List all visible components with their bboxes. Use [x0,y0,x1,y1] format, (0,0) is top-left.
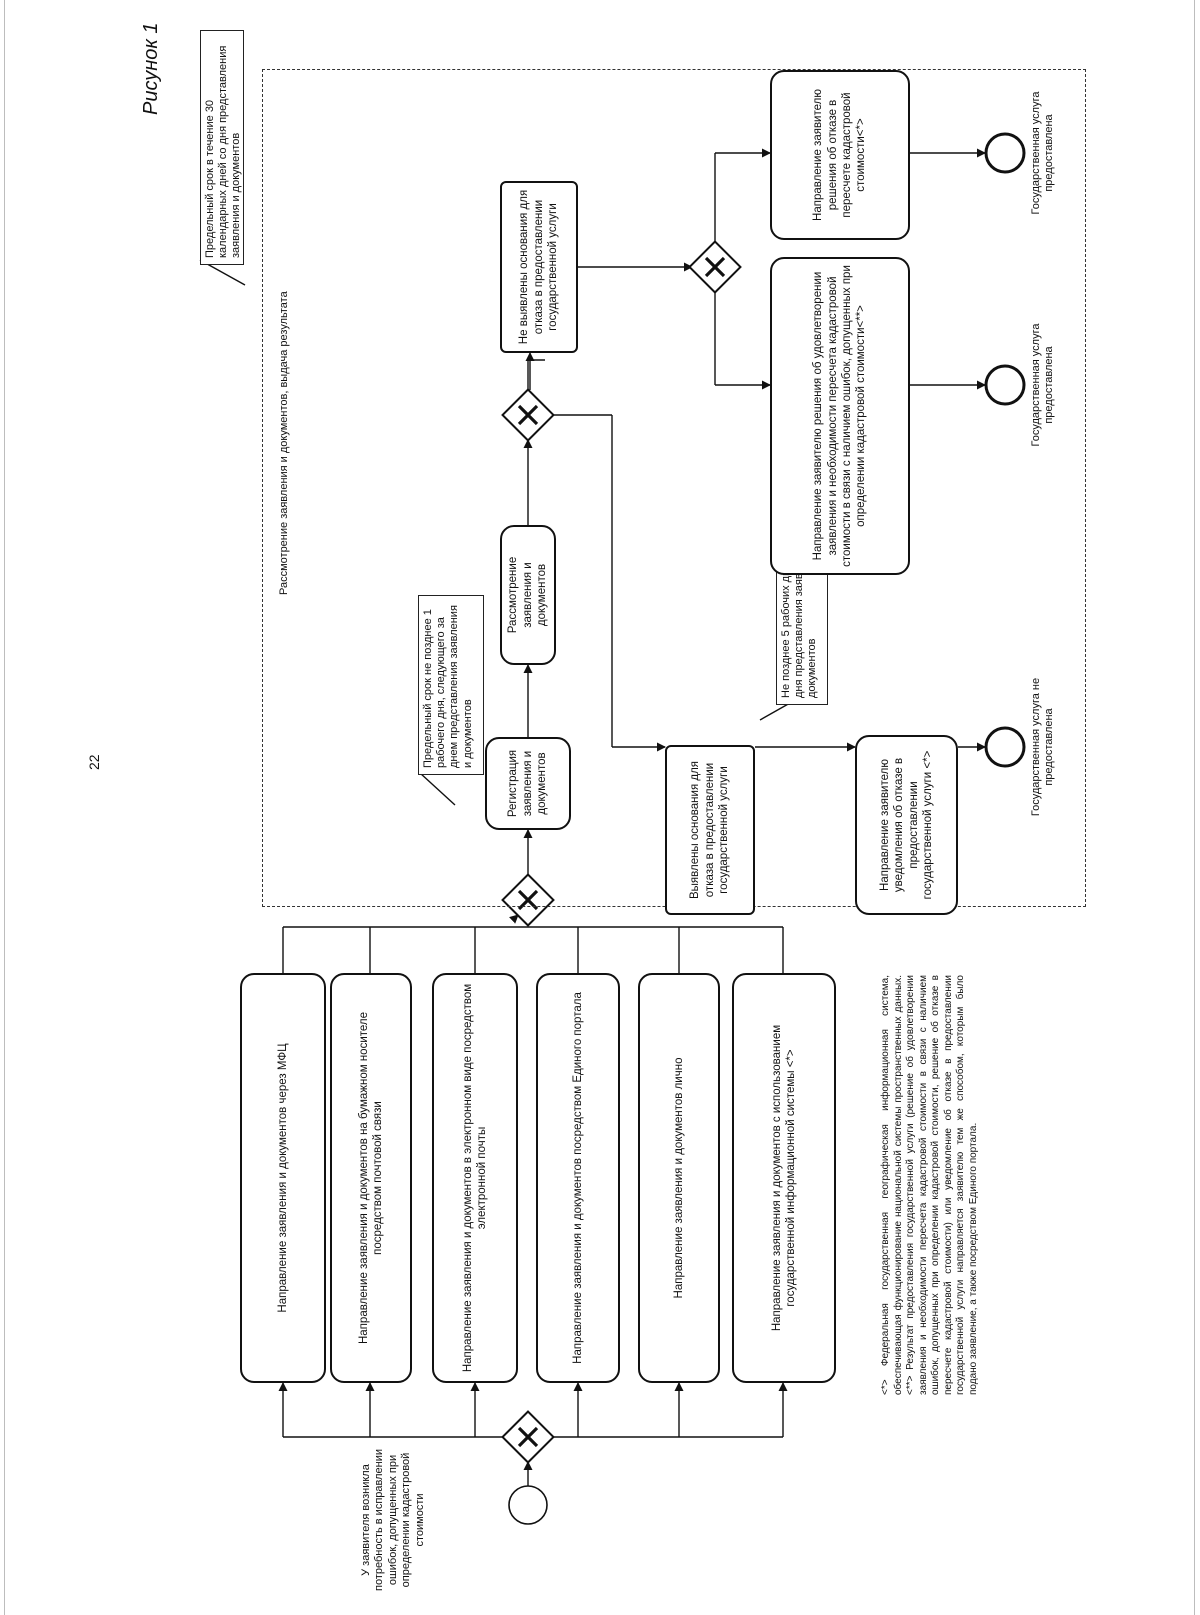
task-no-grounds: Не выявлены основания для отказа в предо… [500,181,578,353]
start-event-label: У заявителя возникла потребность в испра… [360,1448,426,1592]
end-event-provided-1 [984,364,1026,406]
channel-email: Направление заявления и документов в эле… [432,973,518,1383]
start-event [508,1485,548,1525]
task-send-approval: Направление заявителю решения об удовлет… [770,257,910,575]
task-send-refusal-notice: Направление заявителю уведомления об отк… [855,735,958,915]
end-event-not-provided [984,726,1026,768]
deadline-registration-note: Предельный срок не позднее 1 рабочего дн… [418,595,484,775]
end-label-provided-2: Государственная услуга предоставлена [1030,91,1056,215]
channel-gis: Направление заявления и документов с исп… [732,973,836,1383]
end-label-not-provided: Государственная услуга не предоставлена [1030,677,1056,817]
footnote: <*> Федеральная государственная географи… [880,975,979,1395]
gateway-decision [501,388,555,442]
gateway-start [501,1410,555,1464]
channel-portal: Направление заявления и документов посре… [536,973,620,1383]
deadline-total-note: Предельный срок в течение 30 календарных… [200,30,244,265]
task-send-recalc-refusal: Направление заявителю решения об отказе … [770,70,910,240]
page-edge-right [1194,0,1195,1615]
channel-post: Направление заявления и документов на бу… [330,973,412,1383]
figure-title: Рисунок 1 [140,22,162,116]
gateway-result [688,240,742,294]
gateway-merge [501,873,555,927]
task-grounds-found: Выявлены основания для отказа в предоста… [665,745,755,915]
task-registration: Регистрация заявления и документов [485,737,571,830]
channel-in-person: Направление заявления и документов лично [638,973,720,1383]
end-label-provided-1: Государственная услуга предоставлена [1030,323,1056,447]
task-review: Рассмотрение заявления и документов [500,525,556,665]
channel-mfc: Направление заявления и документов через… [240,973,326,1383]
page-edge-left [4,0,5,1615]
page-number: 22 [86,754,102,770]
lane-title: Рассмотрение заявления и документов, выд… [278,291,290,595]
end-event-provided-2 [984,132,1026,174]
